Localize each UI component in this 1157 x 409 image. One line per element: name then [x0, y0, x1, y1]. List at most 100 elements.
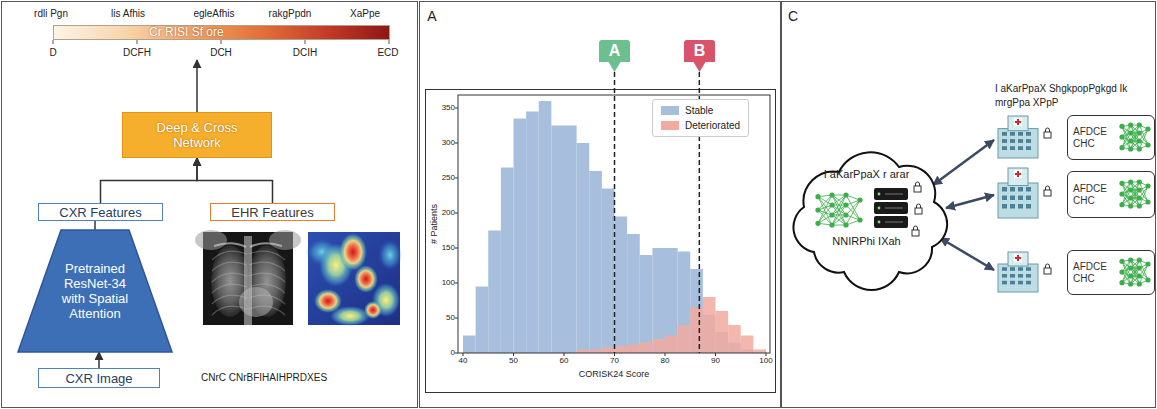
histogram-bar [690, 269, 703, 353]
network-neuron [1128, 273, 1133, 278]
server-light [878, 193, 881, 196]
network-link [832, 195, 846, 225]
building-window [1026, 196, 1031, 201]
threshold-pin: B [684, 40, 715, 72]
building-window [1002, 267, 1007, 271]
panel-letter: C [788, 8, 798, 24]
input-caption: CNrC CNrBFIHAIHPRDXES [201, 372, 327, 384]
axis-tick [614, 353, 615, 356]
server-unit [874, 216, 908, 228]
network-neuron [1145, 126, 1150, 131]
building-tower [1008, 168, 1028, 186]
histogram-bar [640, 255, 653, 353]
building-body [998, 183, 1038, 218]
histogram-bar [577, 350, 590, 354]
lock-body [1044, 132, 1051, 138]
input-box: CXR Image [38, 368, 160, 388]
x-tick-label: 40 [459, 356, 468, 365]
scale-tick-label: DCFH [123, 47, 151, 59]
axis-tick [463, 353, 464, 356]
histogram-bar [615, 346, 628, 353]
node-text: EHR Features [231, 205, 313, 220]
axis-tick [665, 353, 666, 356]
network-neuron [829, 202, 834, 207]
heatmap-blob [339, 233, 367, 271]
scale-tick-label: D [49, 47, 56, 59]
network-link [1131, 125, 1140, 149]
building-window [1002, 274, 1007, 278]
y-tick-label: 350 [442, 103, 455, 112]
building-window [1026, 267, 1031, 271]
building-window [1018, 146, 1023, 150]
building-window [1026, 274, 1031, 278]
axis-tick [455, 108, 458, 109]
histogram-bar [665, 248, 678, 353]
network-neuron [1128, 146, 1133, 151]
federated-arrow [946, 195, 994, 208]
scale-tick-mark [305, 40, 306, 44]
histogram-bar [476, 287, 489, 354]
building-window [1026, 281, 1031, 285]
encoder-trapezoid: Pretrained ResNet-34 with Spatial Attent… [18, 230, 172, 352]
network-neuron [1137, 146, 1142, 151]
node-text: Deep & Cross Network [147, 120, 247, 150]
server-unit [874, 202, 908, 214]
building-window [1026, 146, 1031, 150]
building-window [1026, 132, 1031, 136]
network-neuron [829, 192, 834, 197]
x-tick-label: 50 [509, 356, 518, 365]
network-icon [1119, 177, 1151, 211]
lock-body [915, 208, 922, 214]
building-window [1002, 146, 1007, 150]
y-tick-label: 300 [442, 138, 455, 147]
histogram-bar [564, 126, 577, 354]
histogram-bar [640, 343, 653, 354]
histogram-bar [577, 143, 590, 353]
network-neuron [1137, 122, 1142, 127]
site-model-box: AFDCE CHC [1067, 250, 1155, 295]
network-neuron [1128, 130, 1133, 135]
building-window [1002, 132, 1007, 136]
histogram-bar [716, 311, 729, 353]
lock-shackle [1046, 186, 1050, 190]
risk-level-label: XaPpe [350, 8, 380, 20]
histogram-bar [526, 112, 539, 354]
node-text: NNIRPhi IXah [832, 235, 900, 248]
y-tick-label: 0 [451, 348, 455, 357]
network-link [1131, 260, 1140, 284]
network-neuron [1128, 257, 1133, 262]
legend-item: Deteriorated [661, 118, 740, 133]
building-window [1010, 146, 1015, 150]
cross-ground [1014, 170, 1022, 178]
building-window [1018, 204, 1023, 209]
axis-tick [715, 353, 716, 356]
xray-heart [239, 287, 273, 317]
network-neuron [1137, 130, 1142, 135]
network-neuron [1137, 281, 1142, 286]
xray-rib [249, 273, 285, 282]
cloud-shape [793, 152, 947, 290]
federated-links [933, 140, 994, 270]
xray-clavicle [214, 243, 282, 247]
xray-rib [249, 251, 285, 260]
risk-level-label: egleAfhis [193, 8, 234, 20]
network-neuron [857, 217, 862, 222]
network-neuron [829, 222, 834, 227]
scale-tick-mark [221, 40, 222, 44]
node-text: I aKarPpaX r arar [824, 168, 910, 181]
building-body [998, 129, 1038, 158]
group-caption: I aKarPpaX ShgkpopPgkgd Ik mrgPpa XPpP [995, 82, 1145, 110]
histogram-bar [678, 325, 691, 353]
server-light [878, 207, 881, 210]
axis-tick [455, 213, 458, 214]
y-tick-label: 50 [446, 313, 455, 322]
network-neuron [1119, 134, 1124, 139]
network-neuron [1137, 138, 1142, 143]
histogram-bar [463, 336, 476, 354]
cross-ground [1014, 118, 1022, 126]
risk-level-label: rakgPpdn [269, 8, 312, 20]
node-text: AFDCE CHC [1073, 183, 1113, 207]
network-link [1131, 260, 1140, 284]
legend-box: StableDeteriorated [652, 99, 749, 137]
